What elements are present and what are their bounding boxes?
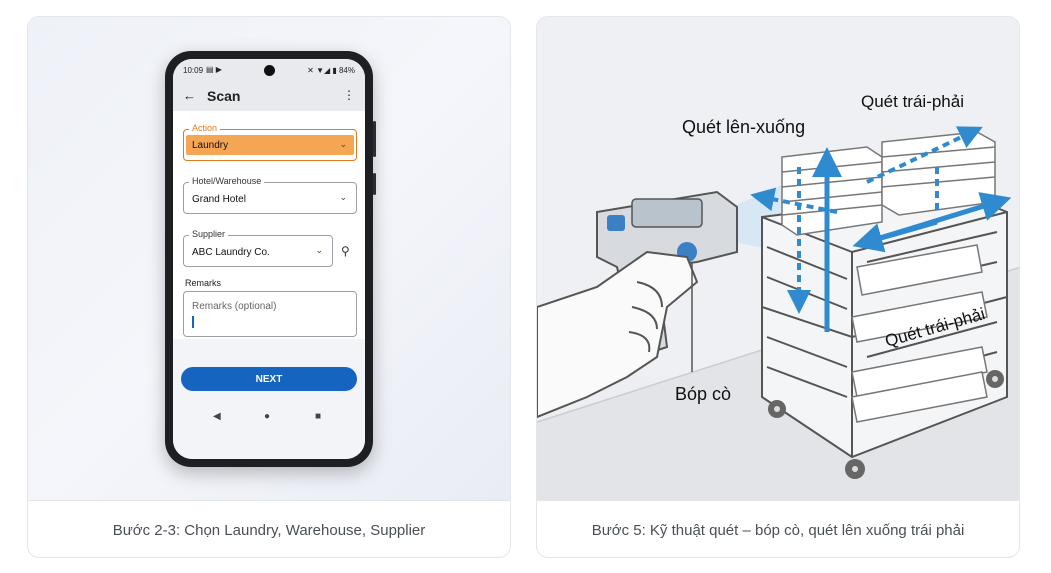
- status-indicators: ✕ ▼◢ ▮ 84%: [307, 66, 355, 75]
- scanning-illustration: Quét lên-xuống Quét trái-phải Quét trái-…: [537, 17, 1019, 500]
- hotel-warehouse-select[interactable]: Hotel/Warehouse Grand Hotel ⌄: [183, 176, 357, 214]
- label-left-right-top: Quét trái-phải: [861, 92, 964, 111]
- scanning-illustration-svg: Quét lên-xuống Quét trái-phải Quét trái-…: [537, 17, 1019, 500]
- remarks-label: Remarks: [185, 278, 222, 288]
- volume-button: [373, 121, 376, 157]
- cart-wheel-icon: [768, 370, 1004, 479]
- card-caption: Bước 5: Kỹ thuật quét – bóp cò, quét lên…: [537, 500, 1019, 557]
- dashed-arrow-right-icon: [866, 126, 983, 184]
- app-bar: ← Scan ⋮: [173, 81, 365, 111]
- signal-icons: ✕ ▼◢ ▮: [307, 66, 339, 75]
- status-time: 10:09: [183, 66, 204, 75]
- bottom-action-area: [173, 339, 365, 459]
- supplier-value: ABC Laundry Co.: [192, 247, 270, 258]
- hotel-value: Grand Hotel: [192, 194, 246, 205]
- phone-screenshot-image: 10:09 ▤ ▶ ✕ ▼◢ ▮ 84% ← Scan ⋮ Action Lau…: [28, 17, 510, 500]
- status-bar: 10:09 ▤ ▶ ✕ ▼◢ ▮ 84%: [173, 59, 365, 81]
- chevron-down-icon: ⌄: [315, 245, 323, 255]
- screen-title: Scan: [207, 88, 241, 104]
- chevron-down-icon: ⌄: [339, 139, 347, 149]
- status-battery: 84%: [338, 66, 355, 75]
- step-2-3-card: 10:09 ▤ ▶ ✕ ▼◢ ▮ 84% ← Scan ⋮ Action Lau…: [27, 16, 511, 558]
- more-vert-icon[interactable]: ⋮: [343, 88, 355, 102]
- remarks-input[interactable]: Remarks (optional): [183, 291, 357, 337]
- arrow-left-icon: [852, 219, 938, 253]
- front-camera: [264, 65, 275, 76]
- next-button[interactable]: NEXT: [181, 367, 357, 391]
- label-up-down: Quét lên-xuống: [682, 117, 805, 137]
- step-5-card: Quét lên-xuống Quét trái-phải Quét trái-…: [536, 16, 1020, 558]
- scan-direction-arrows: [750, 126, 1012, 332]
- action-highlight: [186, 135, 354, 155]
- search-icon[interactable]: ⚲: [341, 244, 350, 258]
- power-button: [373, 173, 376, 195]
- supplier-select[interactable]: Supplier ABC Laundry Co. ⌄: [183, 229, 333, 267]
- text-caret: [192, 316, 194, 328]
- label-trigger: Bóp cò: [675, 384, 731, 404]
- phone-mockup: 10:09 ▤ ▶ ✕ ▼◢ ▮ 84% ← Scan ⋮ Action Lau…: [165, 51, 376, 467]
- card-caption: Bước 2-3: Chọn Laundry, Warehouse, Suppl…: [28, 500, 510, 557]
- phone-screen: 10:09 ▤ ▶ ✕ ▼◢ ▮ 84% ← Scan ⋮ Action Lau…: [173, 59, 365, 459]
- nav-recents-icon[interactable]: ■: [315, 411, 322, 422]
- notification-icons: ▤ ▶: [206, 65, 222, 74]
- remarks-placeholder: Remarks (optional): [192, 301, 277, 312]
- chevron-down-icon: ⌄: [339, 192, 347, 202]
- action-value: Laundry: [192, 140, 229, 151]
- action-label: Action: [189, 123, 221, 133]
- hotel-label: Hotel/Warehouse: [189, 176, 265, 186]
- action-select[interactable]: Action Laundry ⌄: [183, 123, 357, 161]
- system-nav-bar: ◀ ● ■: [173, 403, 365, 433]
- nav-home-icon[interactable]: ●: [264, 411, 271, 422]
- gloved-hand: [537, 250, 699, 419]
- nav-back-icon[interactable]: ◀: [213, 411, 221, 422]
- dashed-arrow-left-icon: [750, 187, 838, 214]
- back-arrow-icon[interactable]: ←: [183, 88, 196, 103]
- supplier-label: Supplier: [189, 229, 229, 239]
